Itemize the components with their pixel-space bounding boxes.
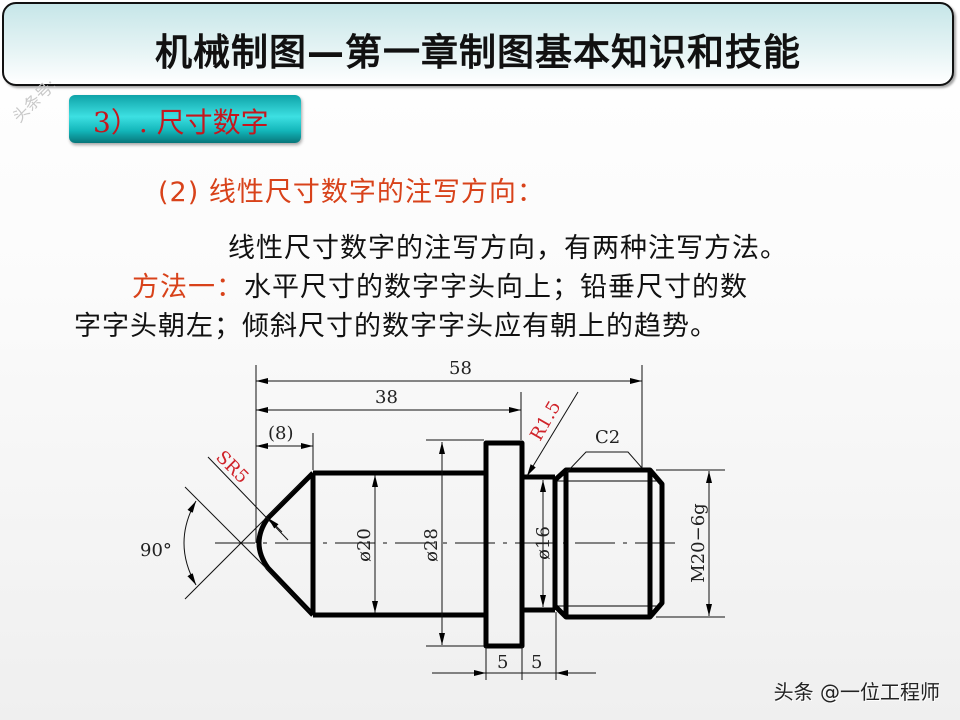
dim-dia20: ø20: [354, 528, 375, 562]
dim-sr5: SR5: [211, 447, 252, 488]
subheading: (2) 线性尺寸数字的注写方向：: [158, 177, 545, 208]
extension-lines: [255, 365, 725, 680]
dim-collar-width: 5: [497, 652, 508, 673]
dim-dia28: ø28: [421, 528, 442, 562]
dim-thread: M20−6g: [688, 503, 709, 582]
dim-r1-5: R1.5: [526, 397, 565, 444]
section-tag: 3）. 尺寸数字: [69, 95, 301, 143]
dim-58: 58: [449, 358, 472, 379]
dim-38: 38: [375, 387, 398, 408]
watermark-footer: 头条 @一位工程师: [773, 680, 940, 704]
body-line-2: 方法一：水平尺寸的数字字头向上；铅垂尺寸的数: [132, 265, 748, 304]
page-title: 机械制图—第一章制图基本知识和技能: [155, 31, 801, 74]
dim-neck-width: 5: [531, 652, 542, 673]
body-line-1: 线性尺寸数字的注写方向，有两种注写方法。: [228, 233, 788, 264]
dim-8: (8): [268, 423, 294, 444]
dim-dia16: ø16: [533, 526, 554, 560]
title-banner: 机械制图—第一章制图基本知识和技能: [2, 2, 954, 86]
section-tag-label: 3）. 尺寸数字: [93, 106, 269, 139]
body-line-2-text: 水平尺寸的数字字头向上；铅垂尺寸的数: [244, 272, 748, 303]
dim-c2: C2: [595, 427, 620, 448]
body-line-3: 字字头朝左；倾斜尺寸的数字字头应有朝上的趋势。: [74, 311, 718, 342]
part-outline: [256, 440, 665, 649]
dimension-lines: [183, 378, 712, 676]
dim-90deg: 90°: [140, 540, 172, 561]
method-label: 方法一：: [132, 272, 244, 303]
